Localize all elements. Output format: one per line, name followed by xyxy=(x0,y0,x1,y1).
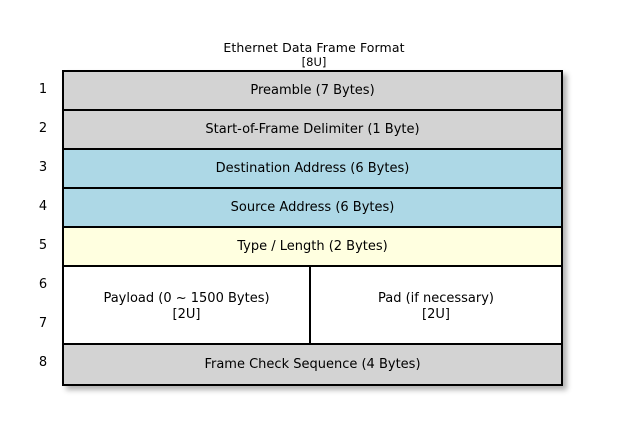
page-title: Ethernet Data Frame Format xyxy=(223,40,405,55)
frame-field-label-sfd: Start-of-Frame Delimiter (1 Byte) xyxy=(205,121,420,137)
page-subtitle: [8U] xyxy=(301,55,327,69)
frame-cell-payload-text: Payload (0 ~ 1500 Bytes) [2U] xyxy=(103,287,269,323)
frame-field-label-pad: Pad (if necessary) xyxy=(377,291,494,306)
frame-row-frame-check-sequence: Frame Check Sequence (4 Bytes) xyxy=(64,345,561,384)
frame-field-label-destination-address: Destination Address (6 Bytes) xyxy=(215,160,410,176)
row-number-5: 5 xyxy=(38,238,48,253)
frame-cell-pad-text: Pad (if necessary) [2U] xyxy=(378,287,494,323)
frame-field-label-payload: Payload (0 ~ 1500 Bytes) xyxy=(103,291,270,306)
frame-row-type-length: Type / Length (2 Bytes) xyxy=(64,228,561,267)
frame-row-preamble: Preamble (7 Bytes) xyxy=(64,72,561,111)
row-number-6: 6 xyxy=(38,277,48,292)
row-number-2: 2 xyxy=(38,121,48,136)
frame-field-sub-pad: [2U] xyxy=(422,307,450,322)
frame-field-sub-payload: [2U] xyxy=(172,307,201,322)
frame-row-sfd: Start-of-Frame Delimiter (1 Byte) xyxy=(64,111,561,150)
frame-field-label-preamble: Preamble (7 Bytes) xyxy=(250,82,375,98)
frame-row-payload-pad: Payload (0 ~ 1500 Bytes) [2U] Pad (if ne… xyxy=(64,267,561,345)
frame-cell-payload: Payload (0 ~ 1500 Bytes) [2U] xyxy=(64,267,311,343)
row-number-7: 7 xyxy=(38,316,48,331)
row-number-3: 3 xyxy=(38,160,48,175)
row-number-8: 8 xyxy=(38,355,48,370)
frame-field-label-type-length: Type / Length (2 Bytes) xyxy=(237,238,388,254)
row-number-gutter: 1 2 3 4 5 6 7 8 xyxy=(30,70,56,382)
row-number-1: 1 xyxy=(38,82,48,97)
frame-field-label-source-address: Source Address (6 Bytes) xyxy=(230,199,395,215)
diagram-title-block: Ethernet Data Frame Format [8U] xyxy=(0,40,628,70)
frame-row-destination-address: Destination Address (6 Bytes) xyxy=(64,150,561,189)
frame-row-source-address: Source Address (6 Bytes) xyxy=(64,189,561,228)
frame-field-label-frame-check-sequence: Frame Check Sequence (4 Bytes) xyxy=(204,356,421,372)
frame-format-table: Preamble (7 Bytes) Start-of-Frame Delimi… xyxy=(62,70,563,386)
row-number-4: 4 xyxy=(38,199,48,214)
frame-cell-pad: Pad (if necessary) [2U] xyxy=(311,267,561,343)
